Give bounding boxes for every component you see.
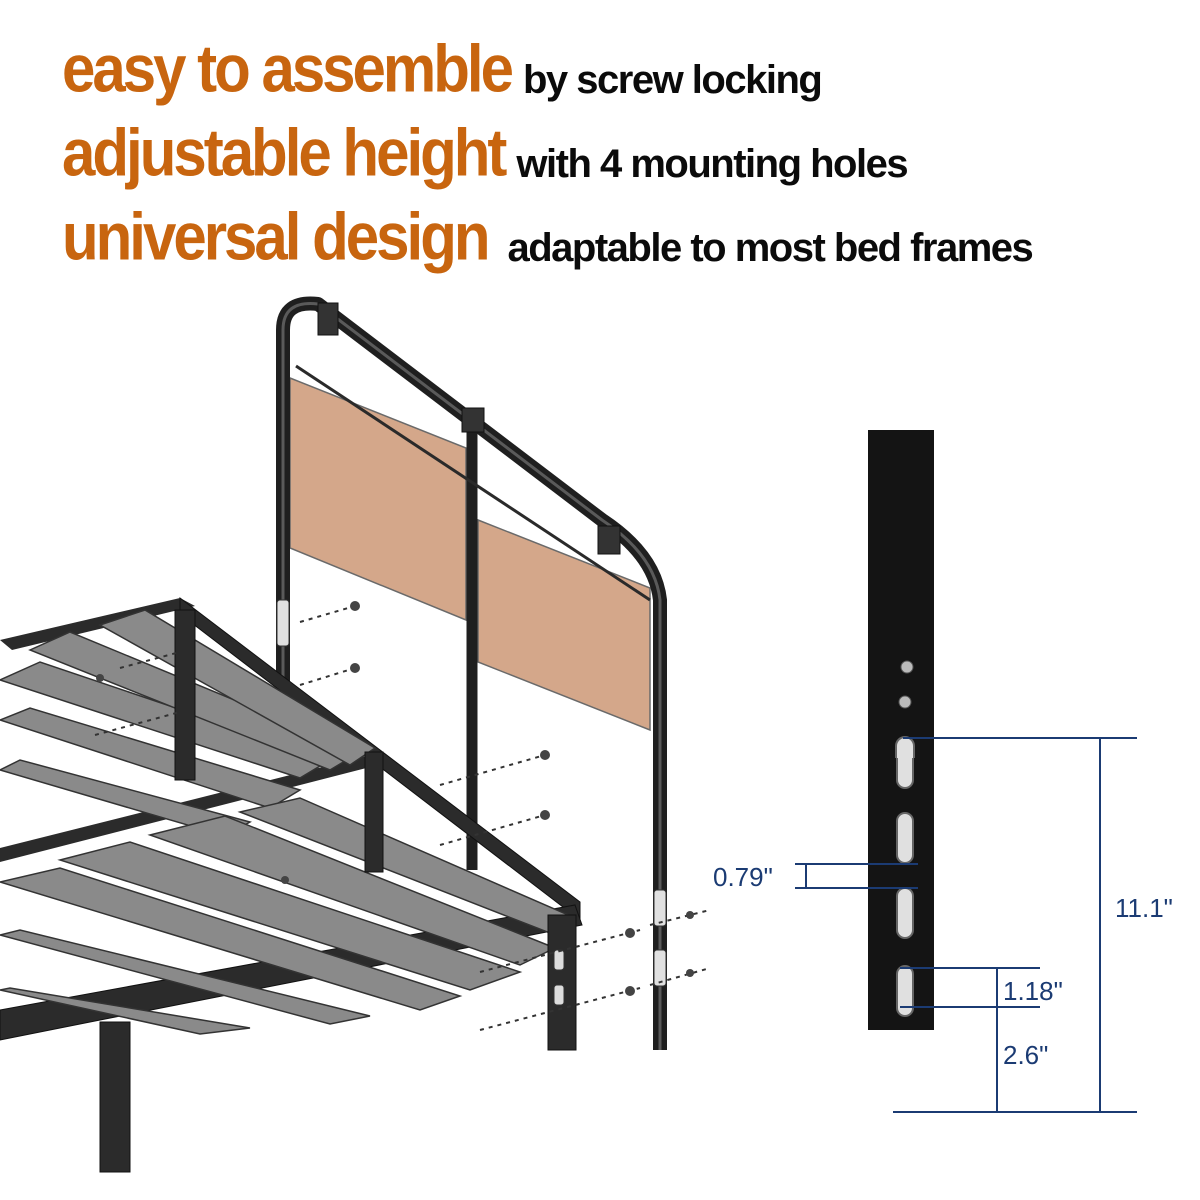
bed-leg bbox=[364, 751, 384, 873]
leg-detail-body bbox=[868, 430, 934, 758]
bracket-icon bbox=[461, 407, 485, 433]
headline-feature-height: adjustable height bbox=[62, 114, 507, 190]
dimension-bottom-offset: 2.6" bbox=[1003, 1040, 1049, 1070]
headboard-wood-panel-left bbox=[289, 376, 467, 622]
dimension-hole-height: 1.18" bbox=[1003, 976, 1063, 1006]
headline-detail-height: with 4 mounting holes bbox=[516, 142, 908, 186]
bracket-icon bbox=[597, 525, 621, 555]
mounting-hole bbox=[896, 965, 914, 1017]
slats bbox=[0, 609, 577, 1035]
screw-head-icons bbox=[96, 601, 694, 996]
headline-feature-universal: universal design bbox=[62, 198, 490, 274]
headboard-wood-panel-right bbox=[477, 518, 651, 732]
mounting-hole bbox=[896, 812, 914, 864]
mounting-hole bbox=[896, 887, 914, 939]
headboard bbox=[276, 296, 667, 1050]
mounting-hole bbox=[896, 758, 914, 789]
bed-leg bbox=[99, 1021, 131, 1173]
headline-universal: universal design adaptable to most bed fr… bbox=[62, 199, 1034, 275]
bed-leg bbox=[547, 914, 577, 1051]
bed-frame bbox=[0, 596, 583, 1173]
bed-leg bbox=[174, 609, 196, 781]
headline-detail-universal: adaptable to most bed frames bbox=[507, 226, 1034, 270]
bracket-icon bbox=[317, 302, 339, 336]
dimension-total-length: 11.1" bbox=[1115, 893, 1173, 923]
headline-feature-assemble: easy to assemble bbox=[62, 30, 514, 106]
dimension-lines bbox=[795, 737, 1137, 1113]
headline-detail-assemble: by screw locking bbox=[522, 58, 823, 102]
dimension-hole-spacing: 0.79" bbox=[713, 862, 773, 892]
screws bbox=[94, 605, 711, 1031]
